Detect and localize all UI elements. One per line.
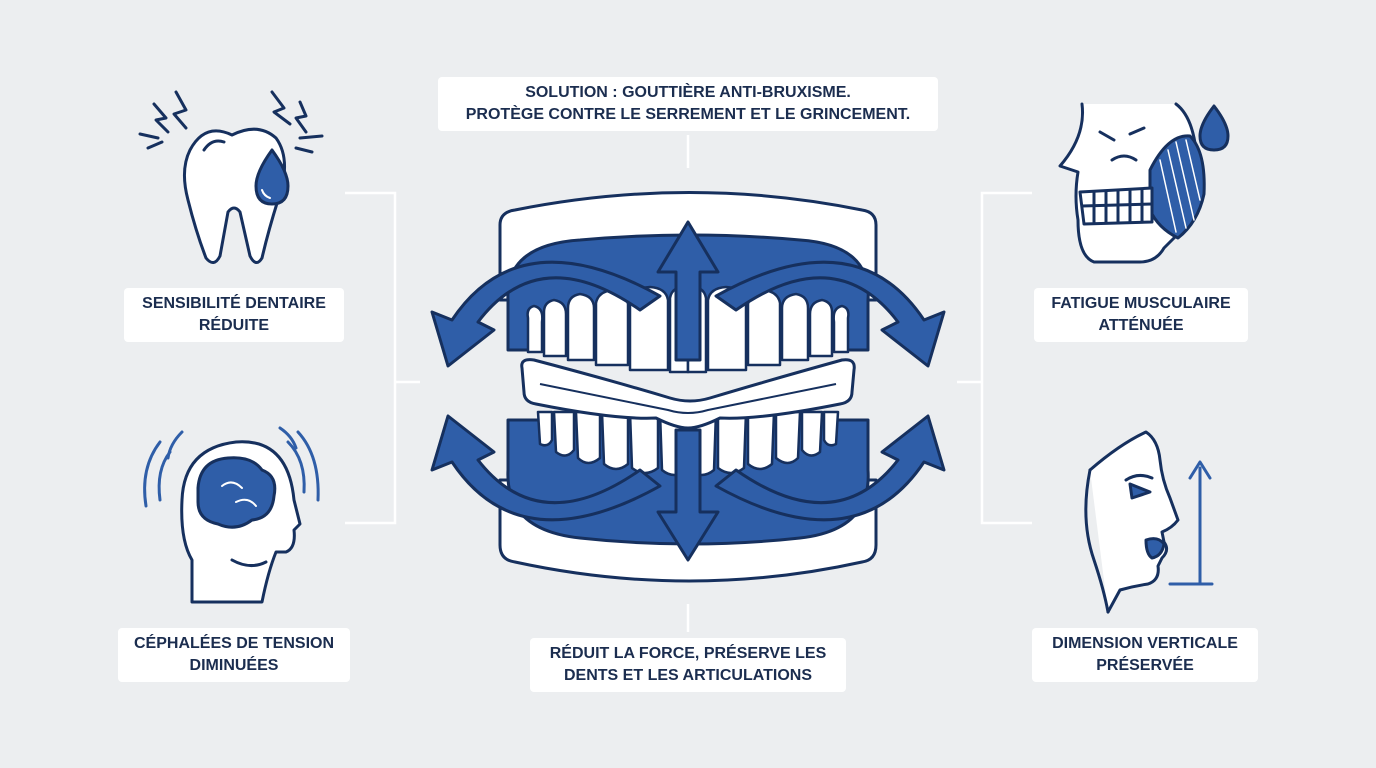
benefit-muscle-line1: FATIGUE MUSCULAIRE bbox=[1051, 295, 1231, 312]
right-bracket bbox=[957, 191, 1032, 525]
up-arrow bbox=[656, 220, 720, 362]
tooth-pain-icon bbox=[138, 90, 324, 264]
top-label-line1: SOLUTION : GOUTTIÈRE ANTI-BRUXISME. bbox=[525, 84, 851, 101]
bottom-label: RÉDUIT LA FORCE, PRÉSERVE LES DENTS ET L… bbox=[530, 638, 846, 692]
benefit-vertical-line1: DIMENSION VERTICALE bbox=[1052, 635, 1238, 652]
benefit-vertical-line2: PRÉSERVÉE bbox=[1096, 657, 1194, 674]
head-tension-icon bbox=[143, 426, 320, 604]
lower-teeth bbox=[536, 410, 840, 477]
benefit-sensitivity-label: SENSIBILITÉ DENTAIRE RÉDUITE bbox=[124, 288, 344, 342]
right-up-arrow bbox=[714, 260, 946, 368]
top-label-line2: PROTÈGE CONTRE LE SERREMENT ET LE GRINCE… bbox=[465, 106, 911, 123]
down-arrow bbox=[656, 428, 720, 562]
benefit-headache-label: CÉPHALÉES DE TENSION DIMINUÉES bbox=[118, 628, 350, 682]
right-down-arrow bbox=[714, 414, 946, 522]
benefit-muscle-line2: ATTÉNUÉE bbox=[1098, 317, 1184, 334]
left-down-arrow bbox=[430, 414, 662, 522]
face-profile-icon bbox=[1084, 430, 1214, 614]
benefit-sensitivity-line2: RÉDUITE bbox=[198, 317, 270, 334]
jaw-muscle-icon bbox=[1058, 102, 1230, 264]
bottom-label-line1: RÉDUIT LA FORCE, PRÉSERVE LES bbox=[549, 645, 827, 662]
top-label: SOLUTION : GOUTTIÈRE ANTI-BRUXISME. PROT… bbox=[438, 77, 938, 131]
force-arrows bbox=[430, 220, 946, 562]
benefit-headache-line2: DIMINUÉES bbox=[189, 657, 279, 674]
left-up-arrow bbox=[430, 260, 662, 368]
benefit-vertical-label: DIMENSION VERTICALE PRÉSERVÉE bbox=[1032, 628, 1258, 682]
benefit-headache-line1: CÉPHALÉES DE TENSION bbox=[133, 635, 335, 652]
guard-tray bbox=[520, 358, 856, 430]
benefit-muscle-label: FATIGUE MUSCULAIRE ATTÉNUÉE bbox=[1034, 288, 1248, 342]
bottom-label-line2: DENTS ET LES ARTICULATIONS bbox=[564, 667, 812, 684]
benefit-sensitivity-line1: SENSIBILITÉ DENTAIRE bbox=[142, 295, 326, 312]
left-bracket bbox=[345, 191, 420, 525]
